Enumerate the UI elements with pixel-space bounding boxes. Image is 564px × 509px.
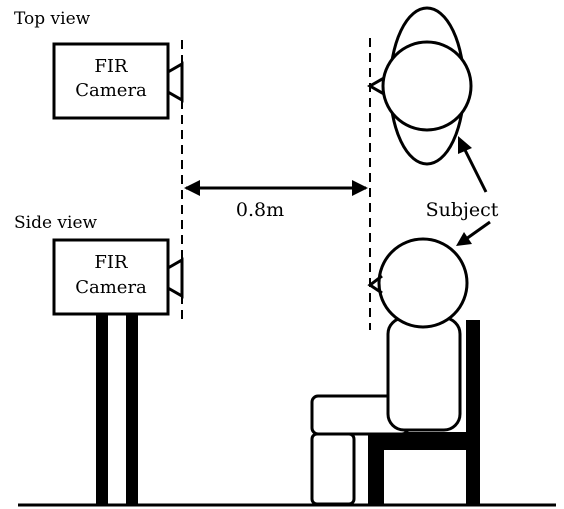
chair-front-leg — [368, 432, 384, 506]
subject-nose-top — [366, 76, 385, 96]
tripod-leg-left — [96, 312, 108, 504]
side-camera-label-line1: FIR — [94, 252, 128, 273]
subject-lower-leg — [310, 432, 356, 506]
side-view-subject — [310, 237, 469, 506]
chair-seat — [372, 432, 472, 450]
subject-label: Subject — [426, 199, 499, 221]
subject-nose-side — [367, 274, 383, 295]
side-camera-lens — [166, 257, 184, 299]
subject-torso — [386, 316, 462, 432]
top-view-label: Top view — [14, 9, 91, 29]
subject-head-side — [377, 237, 469, 329]
top-camera-body — [52, 42, 170, 120]
chair-back-leg — [466, 320, 480, 506]
side-camera-body — [52, 238, 170, 316]
side-view-camera: FIR Camera — [52, 238, 184, 504]
subject-head-top — [381, 40, 473, 132]
side-view-label: Side view — [14, 213, 98, 233]
tripod-leg-right — [126, 312, 138, 504]
top-camera-lens — [166, 61, 184, 103]
top-view-subject — [366, 6, 473, 166]
distance-arrow — [184, 180, 368, 196]
distance-label: 0.8m — [236, 199, 284, 221]
top-camera-label-line1: FIR — [94, 56, 128, 77]
top-view-camera: FIR Camera — [52, 42, 184, 120]
subject-pointer-arrows — [456, 136, 491, 246]
chair — [368, 320, 480, 506]
top-camera-label-line2: Camera — [75, 80, 147, 101]
side-camera-label-line2: Camera — [75, 277, 147, 298]
